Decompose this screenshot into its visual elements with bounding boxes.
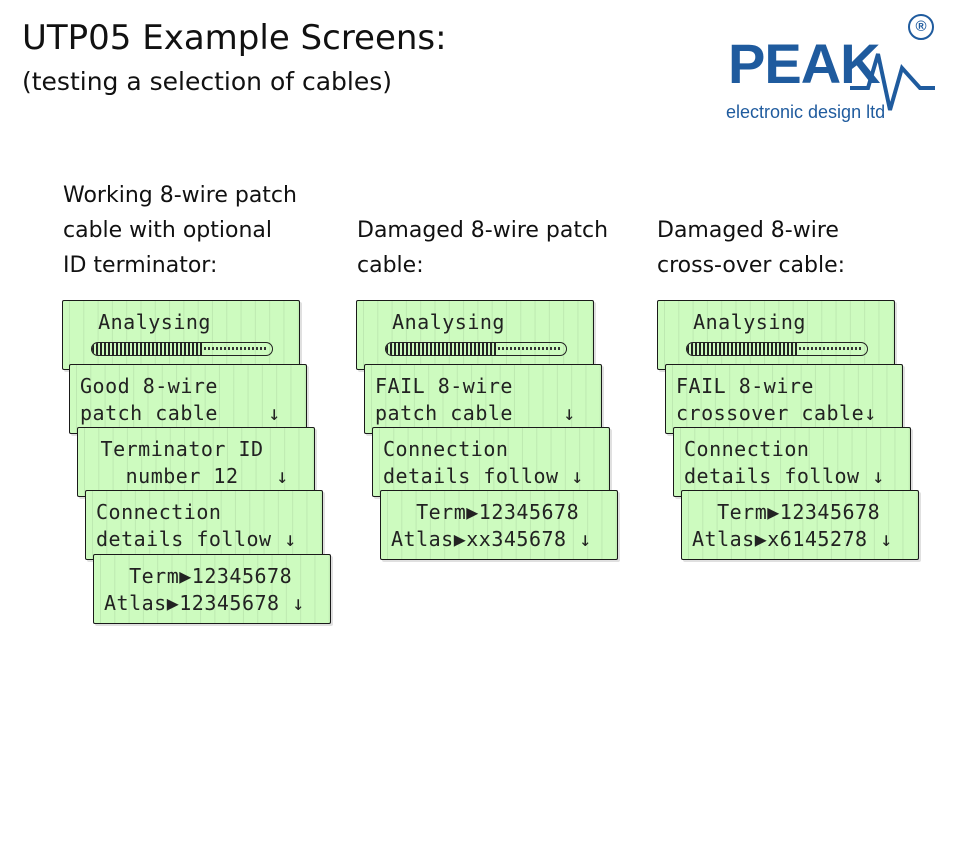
lcd-line-2: patch cable ↓: [375, 401, 576, 425]
lcd-screen-analysing: Analysing: [62, 300, 300, 370]
lcd-line-1: FAIL 8-wire: [375, 374, 513, 398]
lcd-line-2: Atlas▶12345678 ↓: [104, 591, 305, 615]
lcd-line-2: details follow ↓: [383, 464, 584, 488]
heading-line: Damaged 8-wire patch: [357, 218, 609, 243]
progress-bar: [385, 342, 567, 356]
heading-line: cross-over cable:: [657, 253, 846, 278]
lcd-line-1: Analysing: [73, 310, 211, 334]
logo-wordmark: PEAK: [728, 32, 881, 95]
lcd-screen-analysing: Analysing: [657, 300, 895, 370]
heading-line: cable:: [357, 253, 424, 278]
heading-line: cable with optional: [63, 218, 273, 243]
lcd-line-1: Connection: [383, 437, 509, 461]
lcd-line-2: Atlas▶x6145278 ↓: [692, 527, 893, 551]
logo-tagline: electronic design ltd: [726, 102, 886, 122]
lcd-line-2: crossover cable↓: [676, 401, 877, 425]
lcd-screen-wiremap: Term▶12345678 Atlas▶x6145278 ↓: [681, 490, 919, 560]
lcd-screen-result: FAIL 8-wire patch cable ↓: [364, 364, 602, 434]
lcd-line-1: Connection: [96, 500, 222, 524]
progress-remaining: [497, 347, 562, 350]
lcd-line-1: Analysing: [367, 310, 505, 334]
lcd-screen-result: Good 8-wire patch cable ↓: [69, 364, 307, 434]
lcd-screen-terminator-id: Terminator ID number 12 ↓: [77, 427, 315, 497]
heading-line: Working 8-wire patch: [63, 183, 297, 208]
lcd-line-1: Terminator ID: [88, 437, 264, 461]
lcd-line-2: number 12 ↓: [88, 464, 289, 488]
lcd-line-2: patch cable ↓: [80, 401, 281, 425]
column-heading-damaged-patch: Damaged 8-wire patch cable:: [357, 213, 608, 283]
progress-fill: [92, 343, 204, 355]
progress-remaining: [203, 347, 268, 350]
lcd-line-2: details follow ↓: [96, 527, 297, 551]
lcd-line-1: Term▶12345678: [104, 564, 293, 588]
lcd-line-1: Term▶12345678: [391, 500, 580, 524]
peak-logo: PEAK ® electronic design ltd: [720, 12, 945, 127]
progress-remaining: [798, 347, 863, 350]
column-heading-working: Working 8-wire patch cable with optional…: [63, 178, 297, 283]
heading-line: ID terminator:: [63, 253, 218, 278]
lcd-line-1: Connection: [684, 437, 810, 461]
lcd-line-2: Atlas▶xx345678 ↓: [391, 527, 592, 551]
lcd-line-1: FAIL 8-wire: [676, 374, 814, 398]
lcd-screen-connection: Connection details follow ↓: [372, 427, 610, 497]
heading-line: Damaged 8-wire: [657, 218, 839, 243]
progress-bar: [686, 342, 868, 356]
lcd-line-1: Analysing: [668, 310, 806, 334]
lcd-screen-connection: Connection details follow ↓: [85, 490, 323, 560]
lcd-screen-analysing: Analysing: [356, 300, 594, 370]
registered-mark: ®: [908, 14, 934, 40]
lcd-screen-wiremap: Term▶12345678 Atlas▶12345678 ↓: [93, 554, 331, 624]
progress-bar: [91, 342, 273, 356]
lcd-screen-result: FAIL 8-wire crossover cable↓: [665, 364, 903, 434]
page-subtitle: (testing a selection of cables): [22, 67, 393, 96]
progress-fill: [687, 343, 799, 355]
lcd-line-1: Good 8-wire: [80, 374, 218, 398]
progress-fill: [386, 343, 498, 355]
page-title: UTP05 Example Screens:: [22, 18, 447, 58]
column-heading-damaged-crossover: Damaged 8-wire cross-over cable:: [657, 213, 845, 283]
lcd-screen-wiremap: Term▶12345678 Atlas▶xx345678 ↓: [380, 490, 618, 560]
lcd-screen-connection: Connection details follow ↓: [673, 427, 911, 497]
lcd-line-1: Term▶12345678: [692, 500, 881, 524]
lcd-line-2: details follow ↓: [684, 464, 885, 488]
